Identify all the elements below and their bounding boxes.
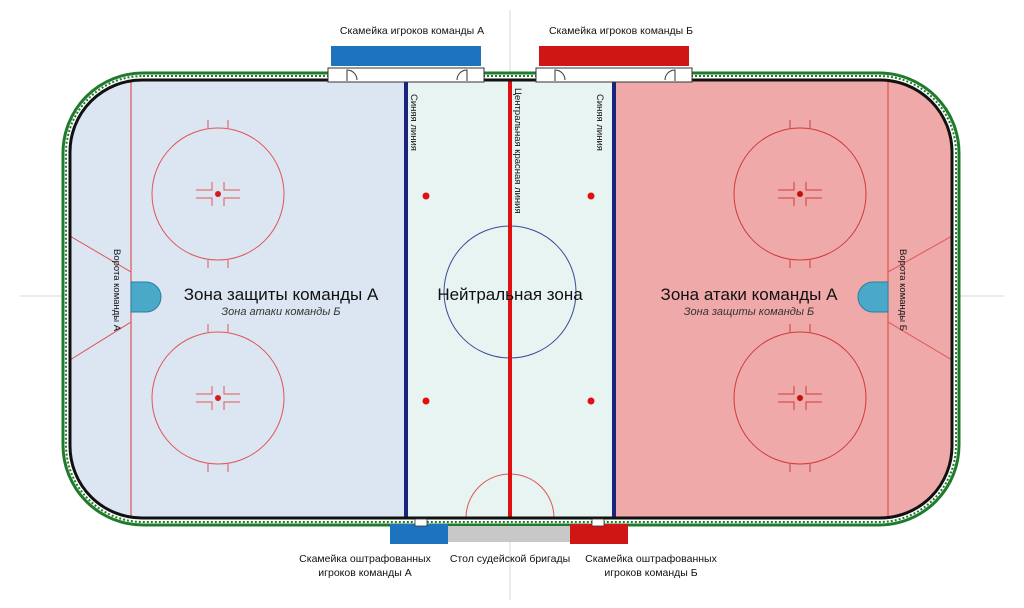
- goal-crease-right: [857, 281, 889, 313]
- neutral-dot-br: [587, 397, 595, 405]
- defense-zone-a: [70, 80, 406, 518]
- trapezoid-right-bottom: [887, 321, 952, 361]
- blue-line-left: [404, 80, 408, 518]
- blue-line-left-label: Синяя линия: [408, 94, 419, 151]
- zone-attack-a-subtitle: Зона защиты команды Б: [684, 306, 814, 318]
- center-red-line: [508, 80, 512, 518]
- bench-label-team-b: Скамейка игроков команды Б: [549, 25, 693, 37]
- neutral-dot-bl: [422, 397, 430, 405]
- zone-attack-a-title: Зона атаки команды А: [661, 285, 839, 304]
- penalty-b-label-2: игроков команды Б: [604, 567, 697, 579]
- bench-team-b: [535, 46, 693, 83]
- bench-label-team-a: Скамейка игроков команды А: [340, 25, 484, 37]
- board-dotted: [65, 75, 957, 523]
- board-inner: [68, 78, 954, 520]
- faceoff-circle-left-top: [151, 120, 285, 268]
- penalty-b-label-1: Скамейка оштрафованных: [585, 553, 717, 565]
- goal-label-team-a: Ворота команды А: [111, 249, 122, 332]
- zone-defense-a-subtitle: Зона атаки команды Б: [221, 306, 340, 318]
- penalty-box-a: [390, 524, 448, 544]
- penalty-doors-b: [591, 518, 605, 527]
- neutral-dot-tl: [422, 192, 430, 200]
- goal-crease-left: [130, 281, 162, 313]
- faceoff-circle-right-bottom: [733, 324, 867, 472]
- officials-table: [448, 526, 570, 542]
- zone-neutral-title: Нейтральная зона: [437, 285, 583, 304]
- trapezoid-left-top: [70, 235, 132, 273]
- attack-zone-a: [614, 80, 952, 518]
- bench-team-a: [327, 46, 485, 83]
- penalty-a-label-2: игроков команды А: [318, 567, 411, 579]
- penalty-doors-a: [414, 518, 428, 527]
- blue-line-right-label: Синяя линия: [594, 94, 605, 151]
- trapezoid-right-top: [887, 235, 952, 273]
- penalty-a-label-1: Скамейка оштрафованных: [299, 553, 431, 565]
- penalty-box-b: [570, 524, 628, 544]
- neutral-dot-tr: [587, 192, 595, 200]
- blue-line-right: [612, 80, 616, 518]
- trapezoid-left-bottom: [70, 321, 132, 361]
- faceoff-circle-right-top: [733, 120, 867, 268]
- goal-label-team-b: Ворота команды Б: [897, 249, 908, 331]
- zone-defense-a-title: Зона защиты команды А: [184, 285, 379, 304]
- officials-table-label: Стол судейской бригады: [450, 553, 570, 565]
- center-red-line-label: Центральная красная линия: [512, 88, 523, 214]
- faceoff-circle-left-bottom: [151, 324, 285, 472]
